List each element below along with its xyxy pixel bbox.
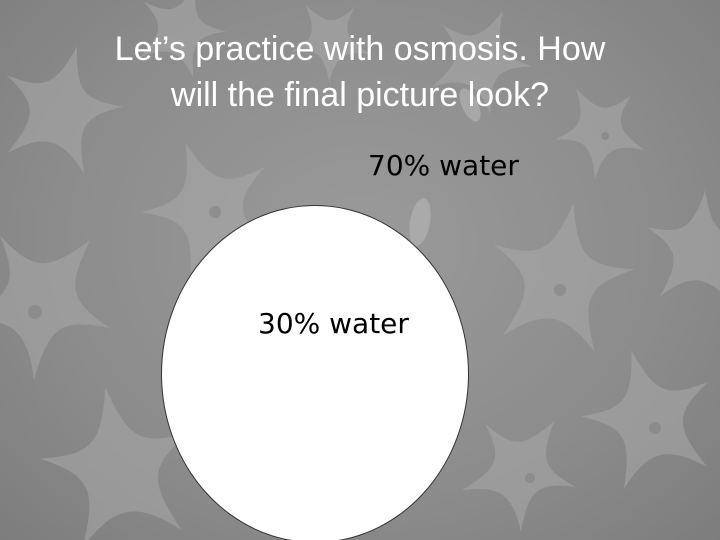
inside-cell-label: 30% water [258,307,409,340]
slide-title-line-1: Let’s practice with osmosis. How [114,30,606,68]
cell-circle [161,205,469,540]
slide-title: Let’s practice with osmosis. How will th… [20,26,700,118]
outside-solution-label: 70% water [368,149,519,182]
slide-title-line-2: will the final picture look? [171,76,549,114]
